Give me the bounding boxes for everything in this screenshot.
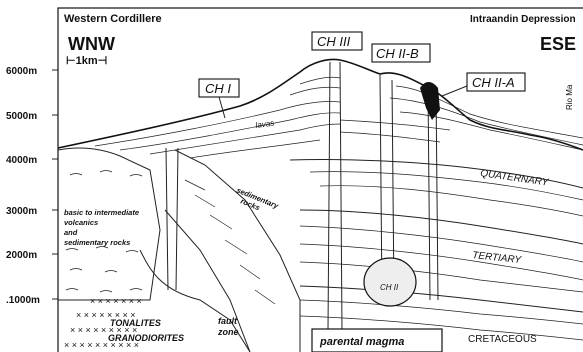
volcanics-line-1: basic to intermediate: [64, 208, 139, 217]
header-right: Intraandin Depression: [470, 14, 576, 25]
vent-ch3: CH III: [317, 34, 351, 49]
west-label: WNW: [68, 34, 115, 54]
tonalites-label: TONALITES: [110, 318, 161, 328]
magma-chamber-label: CH II: [380, 283, 399, 292]
elev-5000: 5000m: [6, 111, 37, 122]
parental-magma-label: parental magma: [319, 336, 404, 348]
vent-ch2b: CH II-B: [376, 46, 419, 61]
vent-ch2a: CH II-A: [472, 75, 515, 90]
fault-line-2: zone: [217, 327, 239, 337]
elev-6000: 6000m: [6, 66, 37, 77]
volcanics-line-3: and: [64, 228, 78, 237]
volcanics-line-4: sedimentary rocks: [64, 238, 130, 247]
elevation-ticks: [52, 70, 58, 299]
elev-1000: .1000m: [6, 295, 40, 306]
elev-4000: 4000m: [6, 155, 37, 166]
elev-2000: 2000m: [6, 250, 37, 261]
scale-bar: ⊢1km⊣: [66, 54, 107, 67]
svg-text:× × × × × × ×: × × × × × × ×: [90, 296, 142, 306]
header-left: Western Cordillere: [64, 13, 162, 25]
magma-chamber: [364, 258, 416, 306]
cretaceous-label: CRETACEOUS: [468, 334, 537, 345]
volcanics-line-2: volcanics: [64, 218, 98, 227]
elev-3000: 3000m: [6, 206, 37, 217]
fault-line-1: fault: [218, 316, 238, 326]
east-label: ESE: [540, 34, 576, 54]
river-partial-label: Rio Ma: [565, 84, 574, 110]
vent-ch1: CH I: [205, 81, 231, 96]
granodiorites-label: GRANODIORITES: [108, 333, 184, 343]
fault-zone-label: fault zone: [217, 316, 239, 337]
